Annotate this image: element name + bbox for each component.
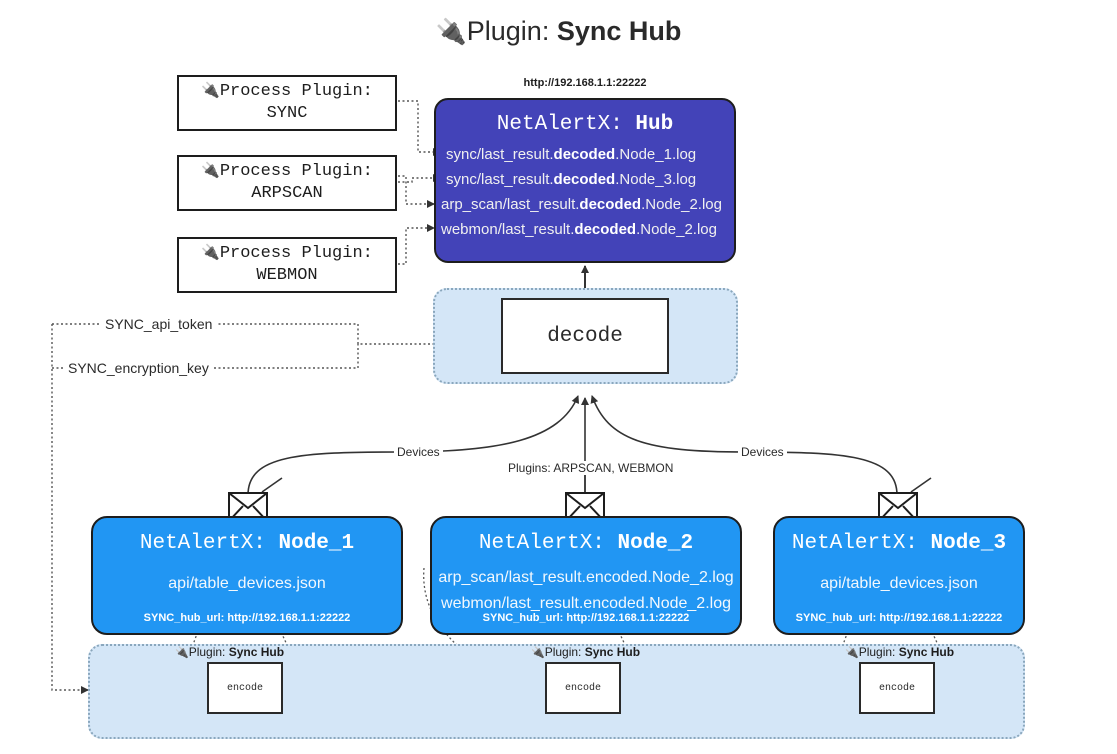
plug-icon: 🔌 <box>201 81 220 100</box>
hub-box[interactable]: NetAlertX: Hub sync/last_result.decoded.… <box>434 98 736 263</box>
node-log-line: api/table_devices.json <box>820 575 978 592</box>
plug-icon: 🔌 <box>201 243 220 262</box>
page-title: 🔌Plugin: Sync Hub <box>0 16 1117 47</box>
plug-icon: 🔌 <box>531 647 545 659</box>
hub-title: NetAlertX: Hub <box>496 113 674 136</box>
encode-plugin-label: 🔌Plugin: Sync Hub <box>175 645 285 659</box>
node-log-line: arp_scan/last_result.encoded.Node_2.log <box>438 569 734 586</box>
process-plugin-box-arpscan[interactable]: 🔌Process Plugin: ARPSCAN <box>177 155 397 211</box>
encode-box-node-1[interactable]: encode <box>207 662 283 714</box>
edge-label-devices-left: Devices <box>394 445 443 459</box>
node-hub-url-label: SYNC_hub_url: http://192.168.1.1:22222 <box>795 612 1003 624</box>
node-title: NetAlertX: Node_3 <box>791 532 1007 555</box>
encode-box-node-3[interactable]: encode <box>859 662 935 714</box>
node-box-node-2[interactable]: NetAlertX: Node_2 arp_scan/last_result.e… <box>430 516 742 635</box>
plug-icon: 🔌 <box>435 18 467 46</box>
node-lines: arp_scan/last_result.encoded.Node_2.log … <box>432 565 740 616</box>
encode-plugin-label: 🔌Plugin: Sync Hub <box>845 645 955 659</box>
process-plugin-name: WEBMON <box>256 266 318 285</box>
plug-icon: 🔌 <box>201 161 220 180</box>
node-lines: api/table_devices.json <box>93 571 401 597</box>
sync-api-token-label: SYNC_api_token <box>101 316 217 332</box>
edge-label-plugins-middle: Plugins: ARPSCAN, WEBMON <box>505 461 677 475</box>
plug-icon: 🔌 <box>175 647 189 659</box>
node-log-line: api/table_devices.json <box>168 575 326 592</box>
sync-encryption-key-label: SYNC_encryption_key <box>64 360 213 376</box>
process-plugin-label: Process Plugin: <box>219 162 373 182</box>
node-box-node-3[interactable]: NetAlertX: Node_3 api/table_devices.json… <box>773 516 1025 635</box>
node-lines: api/table_devices.json <box>775 571 1023 597</box>
node-title: NetAlertX: Node_2 <box>478 532 694 555</box>
node-hub-url-label: SYNC_hub_url: http://192.168.1.1:22222 <box>143 612 351 624</box>
edge-label-devices-right: Devices <box>738 445 787 459</box>
process-plugin-label: Process Plugin: <box>219 82 373 102</box>
hub-log-line: sync/last_result.decoded.Node_3.log <box>446 170 697 188</box>
process-plugin-box-webmon[interactable]: 🔌Process Plugin: WEBMON <box>177 237 397 293</box>
process-plugin-box-sync[interactable]: 🔌Process Plugin: SYNC <box>177 75 397 131</box>
encode-plugin-label: 🔌Plugin: Sync Hub <box>531 645 641 659</box>
hub-log-line: arp_scan/last_result.decoded.Node_2.log <box>441 195 722 213</box>
node-title: NetAlertX: Node_1 <box>139 532 355 555</box>
page-title-prefix: Plugin: <box>466 16 557 46</box>
process-plugin-name: ARPSCAN <box>251 184 323 203</box>
page-title-name: Sync Hub <box>556 16 682 46</box>
hub-log-line: sync/last_result.decoded.Node_1.log <box>446 146 697 163</box>
hub-log-line: webmon/last_result.decoded.Node_2.log <box>441 220 717 238</box>
process-plugin-name: SYNC <box>266 104 308 123</box>
process-plugin-label: Process Plugin: <box>219 244 373 264</box>
plug-icon: 🔌 <box>845 647 859 659</box>
node-hub-url-label: SYNC_hub_url: http://192.168.1.1:22222 <box>482 612 690 624</box>
hub-url-label: http://192.168.1.1:22222 <box>523 77 647 89</box>
encode-box-node-2[interactable]: encode <box>545 662 621 714</box>
node-box-node-1[interactable]: NetAlertX: Node_1 api/table_devices.json… <box>91 516 403 635</box>
decode-box[interactable]: decode <box>501 298 669 374</box>
node-log-line: webmon/last_result.encoded.Node_2.log <box>441 594 731 612</box>
